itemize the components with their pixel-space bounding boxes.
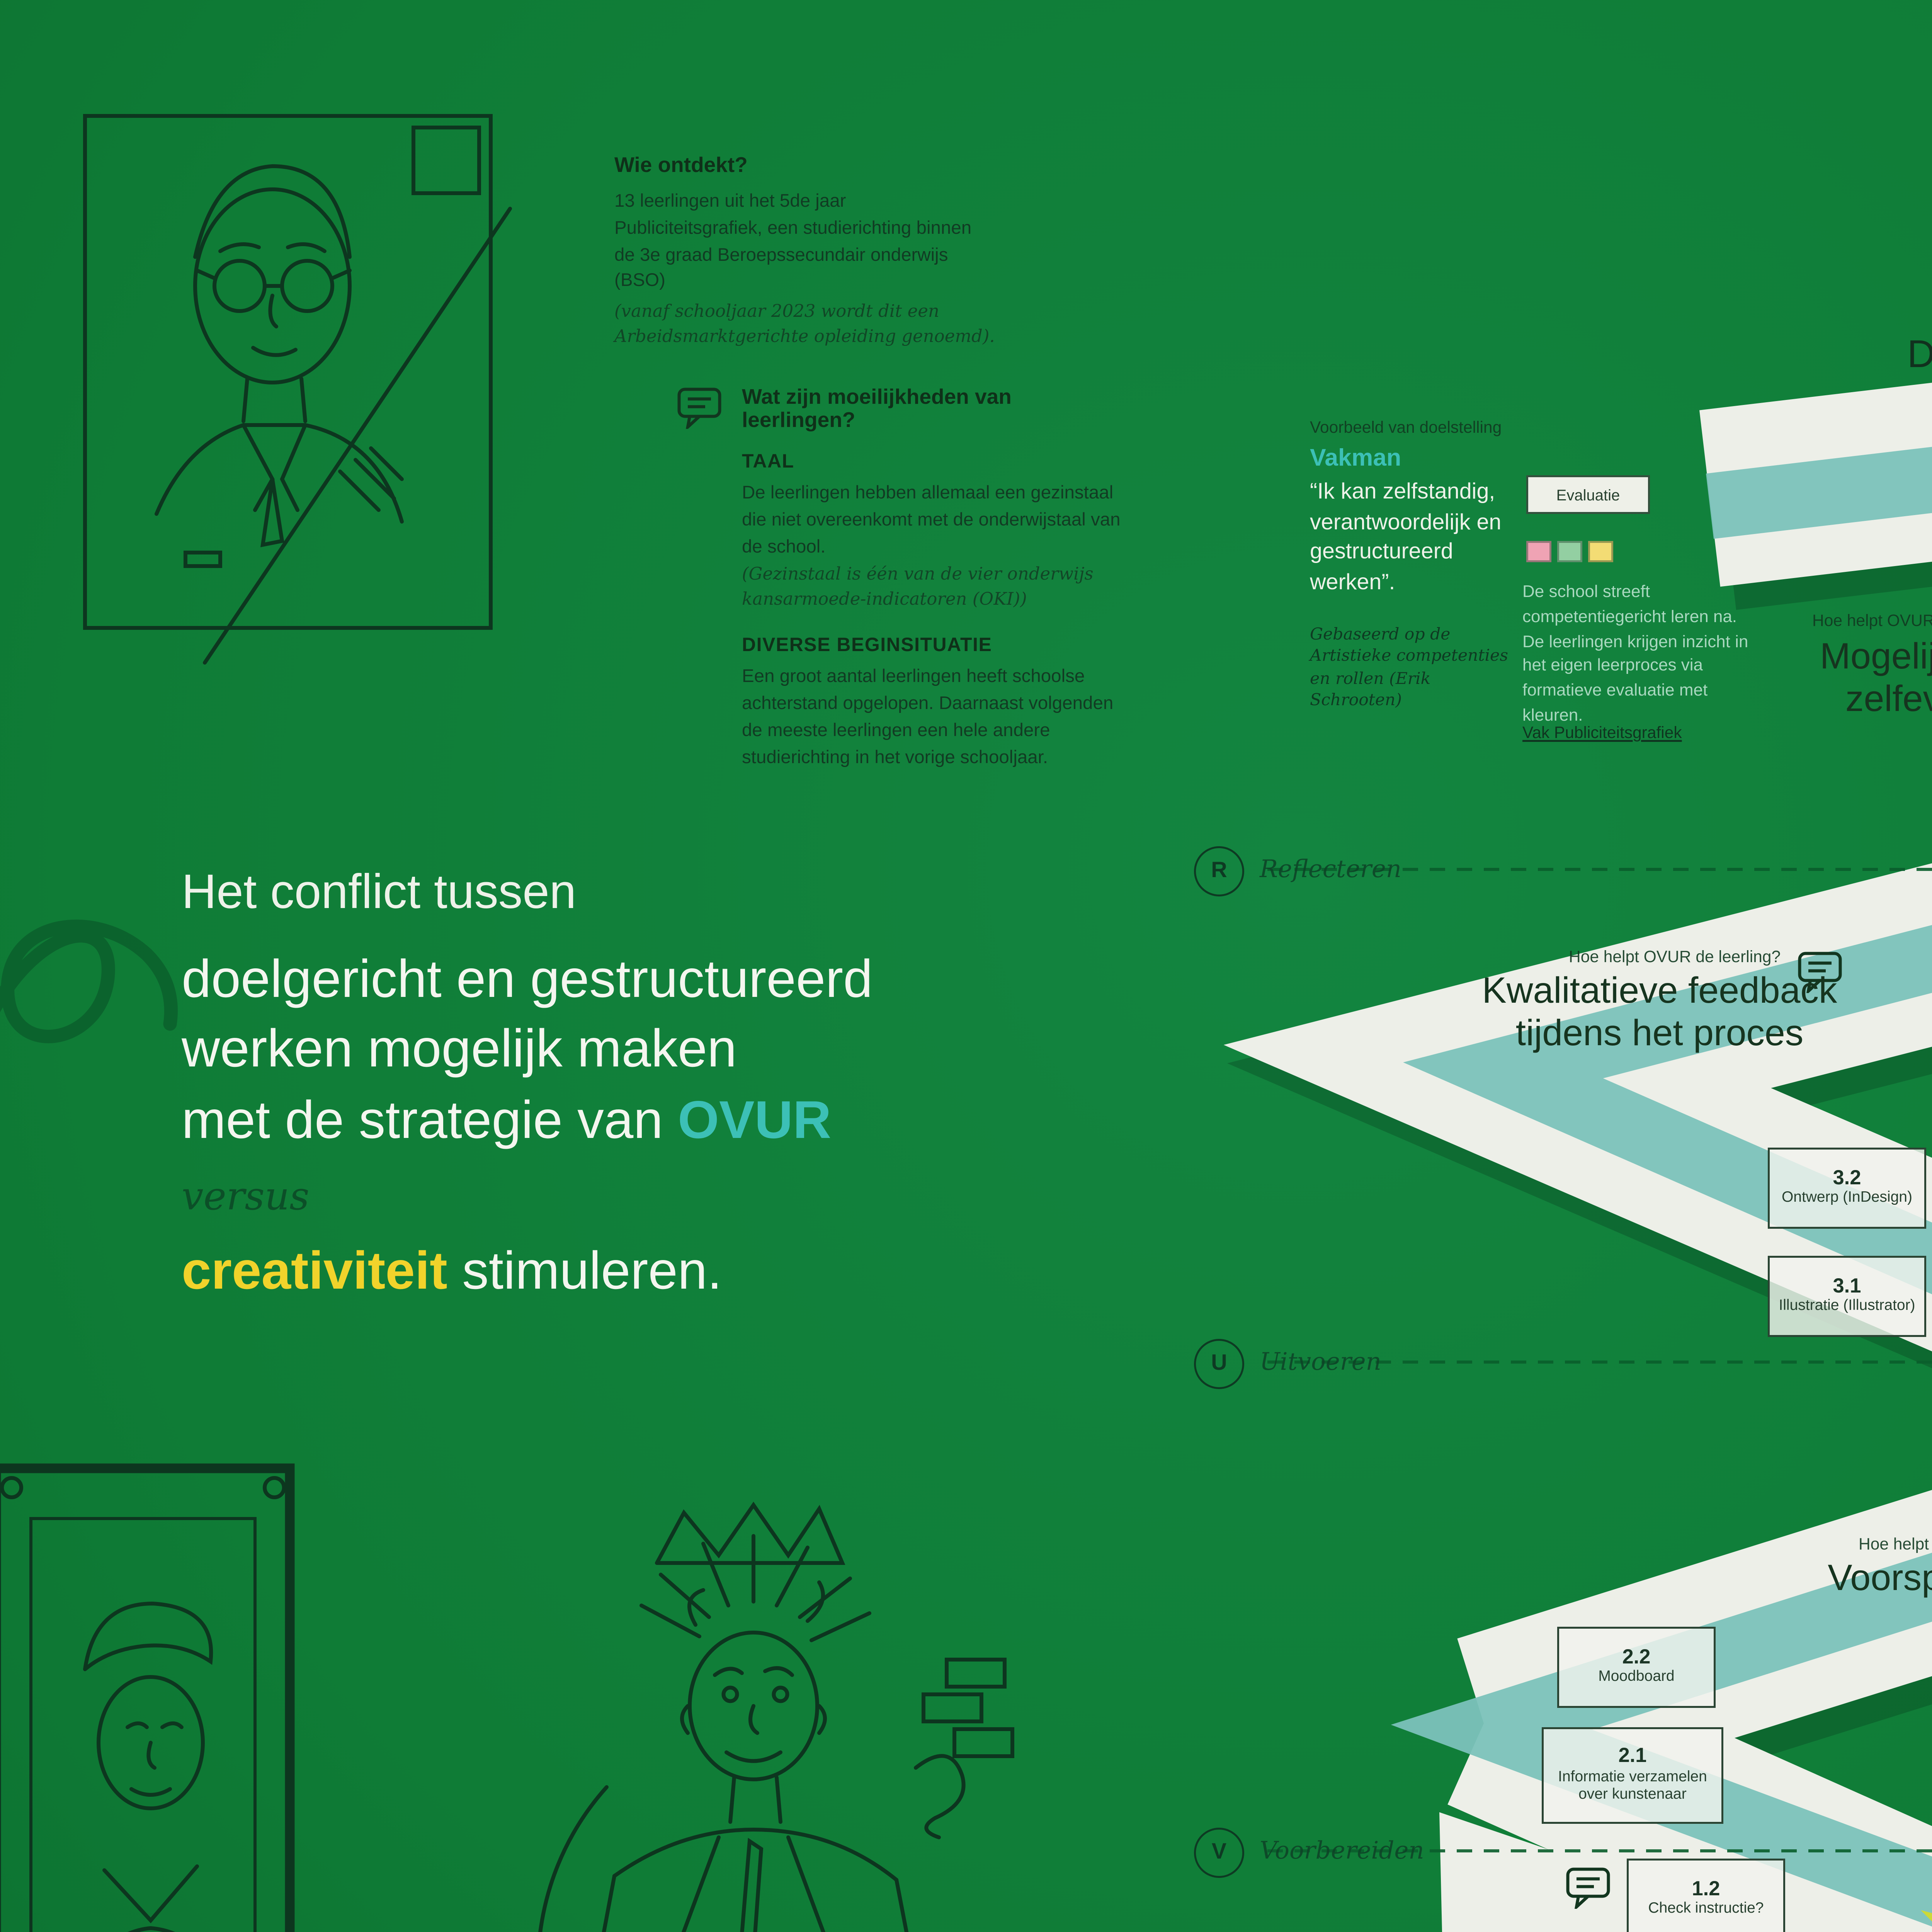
wie-ontdekt-body: 13 leerlingen uit het 5de jaar Publicite… [614, 191, 972, 293]
ovur-circle-u: U [1194, 1339, 1244, 1389]
step-box-1-2: 1.2 Check instructie? [1627, 1859, 1785, 1932]
diverse-label: DIVERSE BEGINSITUATIE [742, 636, 992, 658]
school-note: De school streeft competentiegericht ler… [1522, 582, 1748, 724]
moeilijkheden-block: Wat zijn moeilijkheden van leerlingen? T… [742, 386, 1124, 772]
wie-ontdekt-title: Wie ontdekt? [614, 155, 748, 178]
ovur-help-question: Hoe helpt OVUR de leerling? [1569, 947, 1781, 966]
step-label: Ontwerp (InDesign) [1781, 1189, 1912, 1206]
speech-bubble-icon [677, 388, 721, 429]
step-box-3-2: 3.2 Ontwerp (InDesign) [1768, 1148, 1926, 1229]
taal-label: TAAL [742, 452, 794, 473]
statement-line-5-suffix: stimuleren. [447, 1240, 722, 1300]
statement-line-3: werken mogelijk maken [182, 1019, 737, 1079]
step-box-3-1: 3.1 Illustratie (Illustrator) [1768, 1256, 1926, 1337]
taal-body: De leerlingen hebben allemaal een gezins… [742, 483, 1121, 558]
ovur-help-question: Hoe helpt OVUR de leerling? [1859, 1534, 1932, 1553]
statement-line-4-text: met de strategie van [182, 1088, 678, 1149]
vakman-label: Vakman [1310, 444, 1401, 471]
ovur-letter: V [1211, 1841, 1227, 1864]
taal-note: (Gezinstaal is één van de vier onderwijs… [742, 566, 1094, 611]
vakman-source: Gebaseerd op de Artistieke competenties … [1310, 626, 1509, 712]
evaluatie-color-chips [1526, 537, 1619, 572]
loop-doodle [0, 919, 178, 1043]
benefit-feedback: Kwalitatieve feedback tijdens het proces [1482, 972, 1837, 1056]
doelen-bereiken-label: Doelen bereiken [1903, 332, 1932, 381]
ovur-accent: OVUR [678, 1088, 832, 1149]
wie-ontdekt-block: Wie ontdekt? 13 leerlingen uit het 5de j… [614, 155, 997, 350]
portrait-sketch-framed [0, 1463, 295, 1932]
chip-yellow [1588, 541, 1613, 562]
statement-line-5: creativiteit stimuleren. [182, 1236, 1032, 1306]
evaluatie-box: Evaluatie [1526, 475, 1650, 514]
chip-green [1557, 541, 1582, 562]
creatief-denken-title: Creatief denken [1866, 58, 1932, 191]
step-num: 3.1 [1833, 1274, 1861, 1298]
ovur-letter: U [1211, 1352, 1227, 1376]
evaluatie-label: Evaluatie [1556, 486, 1620, 503]
step-num: 2.2 [1622, 1645, 1651, 1669]
statement-line-1: Het conflict tussen [182, 866, 577, 920]
wie-ontdekt-note: (vanaf schooljaar 2023 wordt dit een Arb… [614, 303, 995, 347]
portrait-sketch-man [83, 114, 512, 665]
ovur-label-voorbereiden: Voorbereiden [1260, 1835, 1424, 1864]
step-num: 3.2 [1833, 1166, 1861, 1190]
ovur-help-question: Hoe helpt OVUR de leerling? [1812, 611, 1932, 630]
portrait-sketch-basquiat [538, 1502, 1014, 1932]
vak-label: Vak Publiciteitsgrafiek [1522, 723, 1682, 742]
step-box-2-2: 2.2 Moodboard [1557, 1627, 1716, 1708]
diverse-body: Een groot aantal leerlingen heeft school… [742, 667, 1114, 769]
benefit-voorspelbaarheid: Voorspelbaarheid [1828, 1559, 1932, 1600]
speech-bubble-icon [1566, 1867, 1610, 1909]
observation-vrijheid: De vrijheid en zelfstandigheid om een cr… [1924, 1835, 1932, 1901]
statement-line-4: met de strategie van OVUR [182, 1085, 1032, 1155]
benefit-zelfevaluatie: Mogelijkheid tot zelfevaluatie [1820, 638, 1932, 722]
main-statement: Het conflict tussen doelgericht en gestr… [182, 866, 1032, 1306]
ovur-circle-r: R [1194, 846, 1244, 896]
vakman-quote: “Ik kan zelfstandig, verantwoordelijk en… [1310, 481, 1502, 594]
doelstelling-label: Voorbeeld van doelstelling [1310, 417, 1502, 437]
versus-label: versus [182, 1172, 310, 1219]
ovur-letter: R [1211, 860, 1227, 883]
ovur-label-reflecteren: Reflecteren [1260, 854, 1401, 883]
step-num: 2.1 [1618, 1745, 1647, 1769]
chip-pink [1526, 541, 1551, 562]
step-num: 1.2 [1692, 1877, 1720, 1901]
ovur-circle-v: V [1194, 1828, 1244, 1878]
crown-icon [655, 1502, 845, 1565]
statement-line-2: doelgericht en gestructureerd [182, 949, 873, 1009]
step-label: Moodboard [1598, 1668, 1675, 1685]
moeilijkheden-title: Wat zijn moeilijkheden van leerlingen? [742, 386, 1012, 433]
step-label: Check instructie? [1648, 1900, 1764, 1917]
ovur-label-uitvoeren: Uitvoeren [1260, 1347, 1381, 1376]
creativiteit-accent: creativiteit [182, 1240, 447, 1300]
step-label: Illustratie (Illustrator) [1779, 1297, 1915, 1315]
step-box-2-1: 2.1 Informatie verzamelen over kunstenaa… [1542, 1727, 1723, 1824]
step-label: Informatie verzamelen over kunstenaar [1558, 1767, 1707, 1802]
